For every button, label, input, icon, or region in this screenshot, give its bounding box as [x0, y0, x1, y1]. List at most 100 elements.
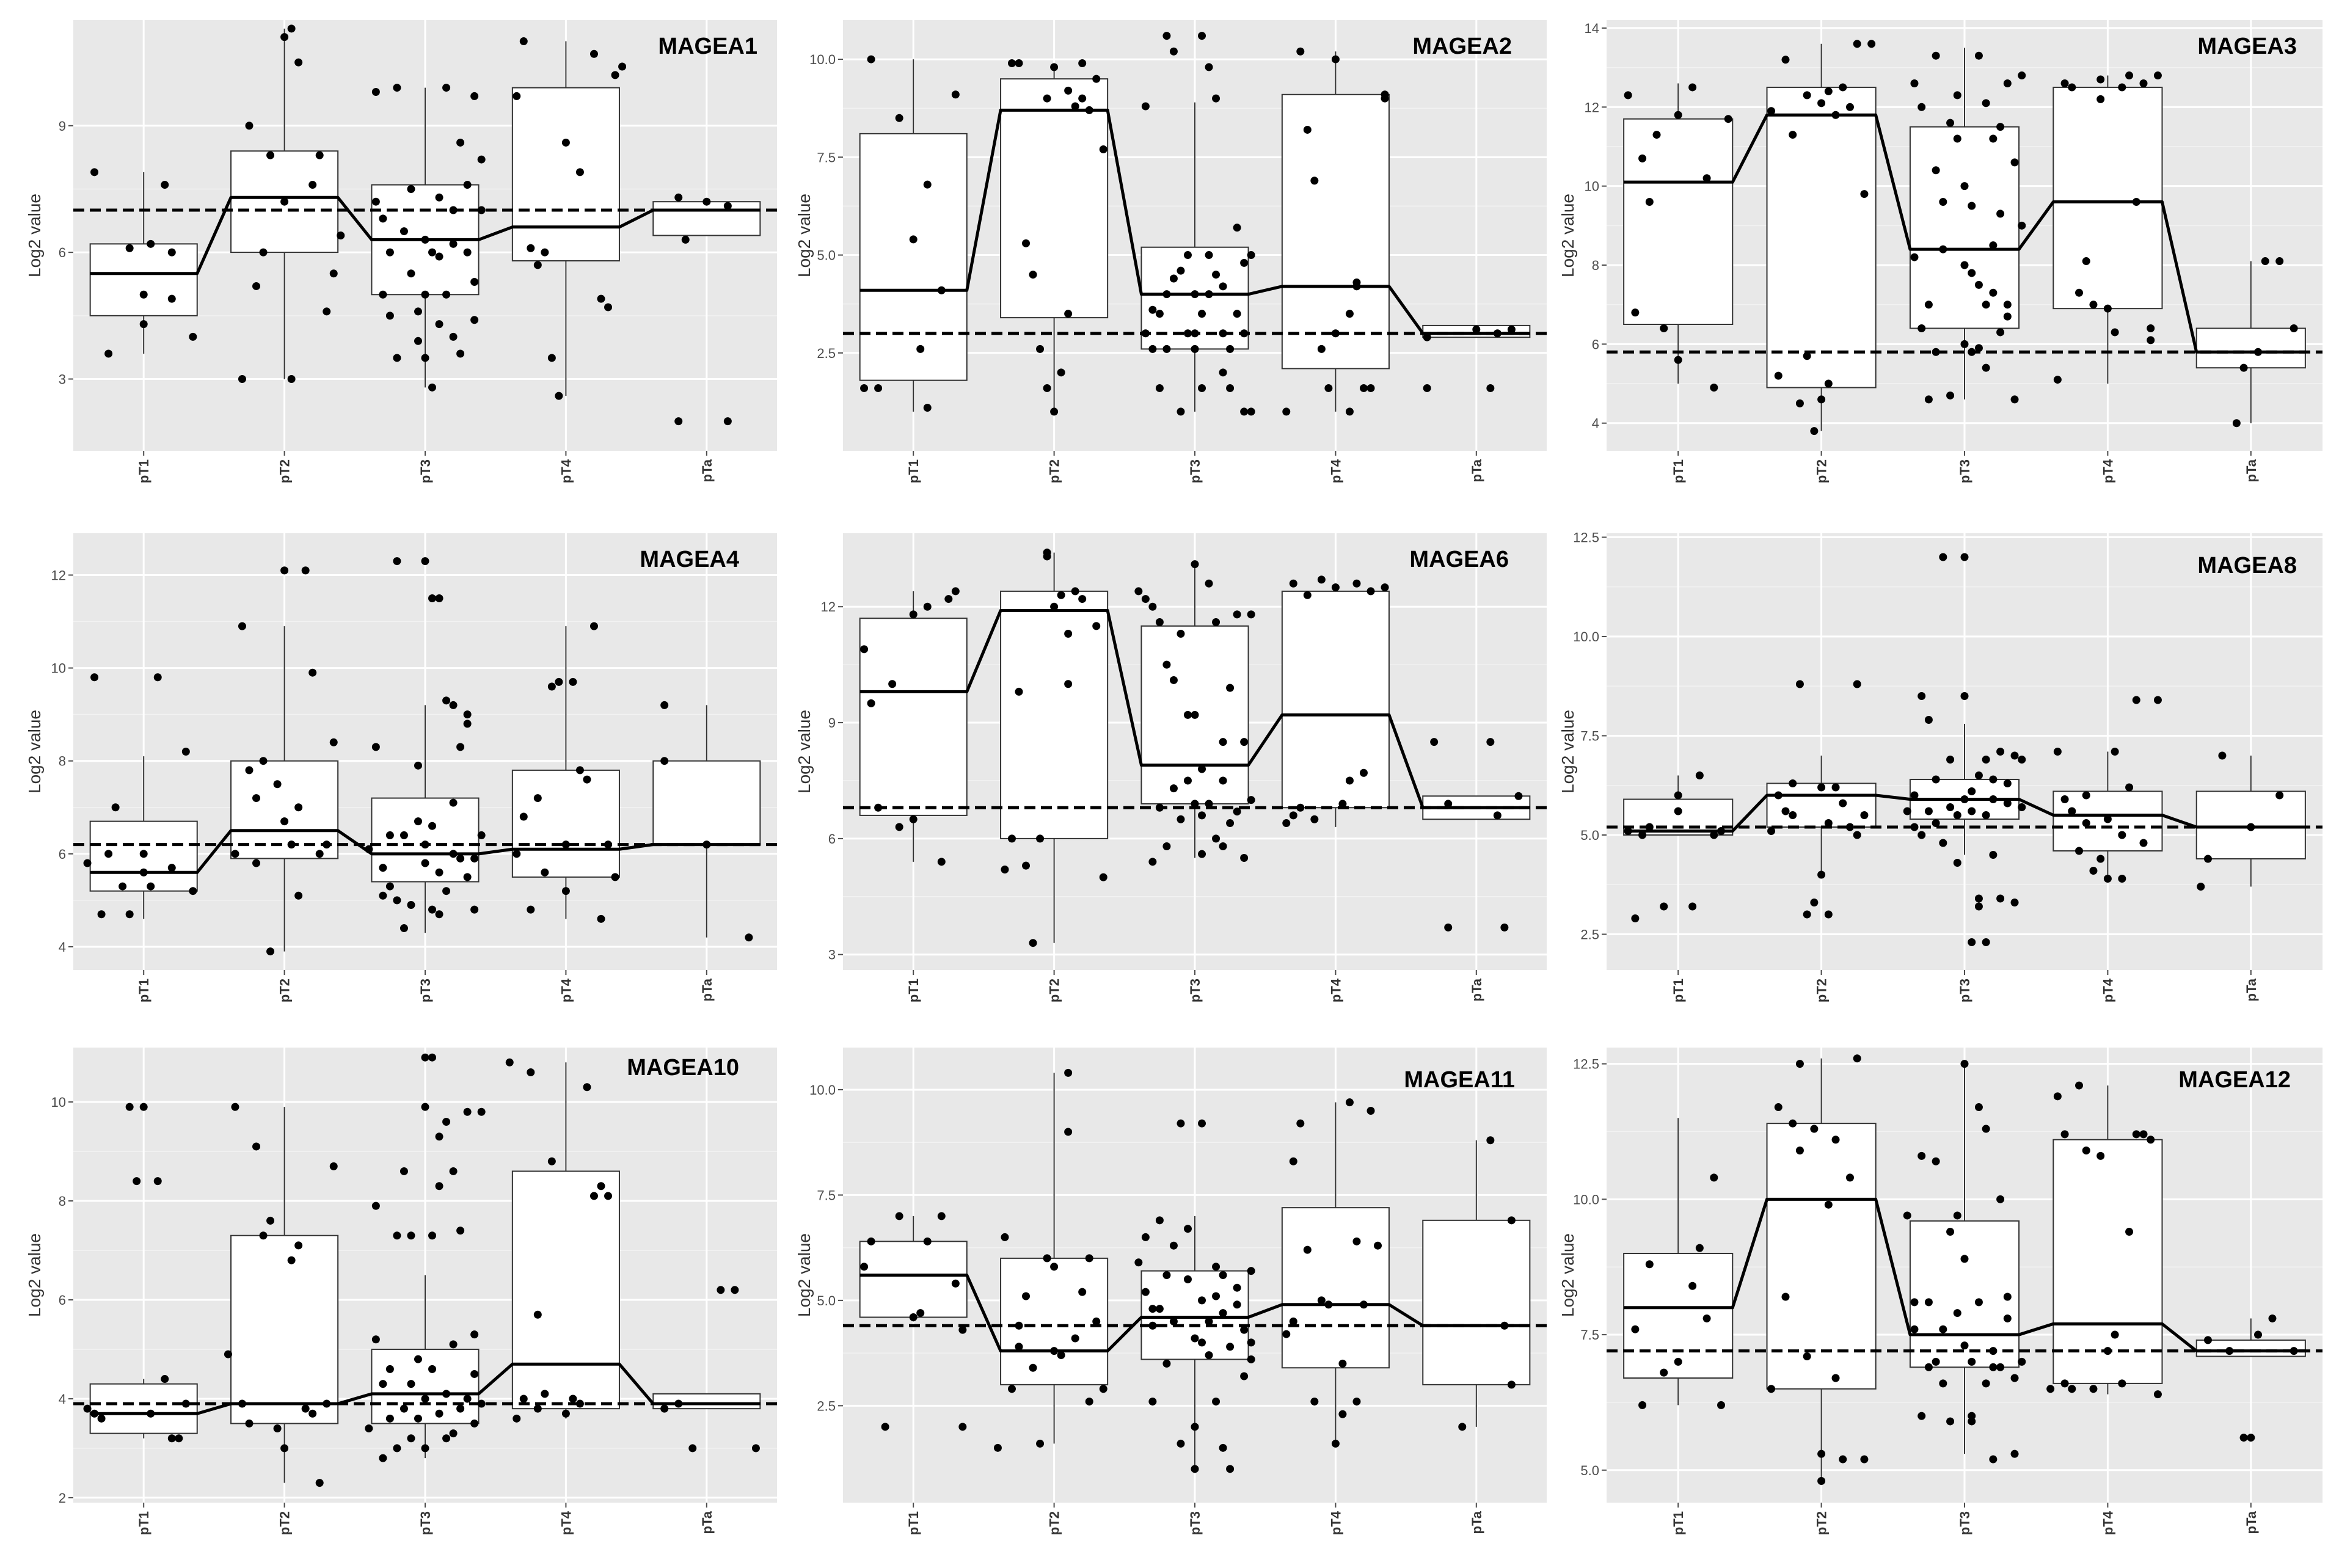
- box-body: [1000, 78, 1109, 319]
- data-point: [1177, 407, 1185, 416]
- data-point: [674, 417, 683, 426]
- data-point: [1240, 1372, 1249, 1380]
- data-point: [1036, 345, 1045, 353]
- data-point: [1989, 241, 1998, 250]
- data-point: [393, 1231, 401, 1240]
- data-point: [1001, 1233, 1009, 1241]
- data-point: [1903, 807, 1911, 815]
- box-body: [1281, 1207, 1390, 1369]
- data-point: [1982, 811, 1990, 819]
- data-point: [449, 1340, 458, 1349]
- data-point: [1092, 622, 1101, 630]
- data-point: [745, 933, 753, 942]
- data-point: [1824, 910, 1833, 919]
- data-point: [2203, 855, 2212, 863]
- data-point: [1205, 290, 1213, 299]
- data-point: [2132, 1130, 2140, 1139]
- data-point: [463, 1107, 472, 1116]
- data-point: [435, 1182, 443, 1191]
- data-point: [1057, 1351, 1065, 1360]
- data-point: [1092, 75, 1101, 83]
- data-point: [2139, 1130, 2148, 1139]
- data-point: [1989, 775, 1998, 784]
- data-point: [1247, 1267, 1255, 1275]
- data-point: [2003, 1314, 2012, 1322]
- data-point: [1989, 1363, 1998, 1371]
- data-point: [597, 914, 605, 923]
- data-point: [1141, 329, 1150, 338]
- data-point: [1624, 827, 1632, 835]
- box-body: [89, 243, 198, 316]
- data-point: [1974, 344, 1983, 352]
- x-tick-label: pT2: [1047, 1511, 1062, 1535]
- y-axis-label: Log2 value: [25, 1233, 44, 1317]
- data-point: [1960, 1255, 1969, 1263]
- data-point: [1996, 328, 2005, 337]
- data-point: [259, 757, 268, 765]
- data-point: [527, 1068, 535, 1076]
- x-tick-label: pTa: [2244, 1511, 2259, 1534]
- median-trend-line: [90, 829, 761, 874]
- y-tick-label: 10.0: [809, 52, 836, 67]
- data-point: [407, 184, 415, 193]
- y-tick-label: 4: [59, 939, 66, 955]
- data-point: [1774, 371, 1782, 380]
- data-point: [2089, 301, 2098, 309]
- data-point: [428, 594, 437, 602]
- data-point: [167, 294, 176, 303]
- data-point: [1226, 819, 1235, 828]
- data-point: [1331, 1439, 1340, 1448]
- data-point: [231, 1103, 239, 1111]
- data-point: [1071, 587, 1079, 596]
- panel-title: MAGEA3: [2197, 34, 2297, 59]
- data-point: [1917, 692, 1926, 700]
- data-point: [2111, 1330, 2119, 1339]
- data-point: [315, 151, 324, 159]
- data-point: [1219, 1309, 1227, 1318]
- data-point: [1472, 325, 1481, 334]
- data-point: [1953, 1309, 1961, 1318]
- data-point: [1359, 1300, 1368, 1309]
- data-point: [1860, 1455, 1869, 1464]
- data-point: [266, 947, 275, 956]
- data-point: [561, 887, 570, 895]
- data-point: [1324, 1300, 1333, 1309]
- x-tick-label: pT2: [1047, 979, 1062, 1002]
- data-point: [287, 1256, 296, 1264]
- data-point: [1817, 870, 1826, 879]
- data-point: [385, 1414, 394, 1423]
- data-point: [1939, 1325, 1947, 1333]
- data-point: [555, 677, 563, 686]
- data-point: [1219, 738, 1227, 746]
- data-point: [1917, 831, 1926, 839]
- data-point: [1345, 310, 1354, 318]
- data-point: [2232, 419, 2241, 428]
- data-point: [1359, 384, 1368, 392]
- data-point: [1233, 310, 1241, 318]
- y-tick-label: 12: [821, 599, 836, 614]
- data-point: [1169, 676, 1178, 684]
- data-point: [1817, 1477, 1826, 1486]
- median-trend-line: [859, 1274, 1530, 1353]
- data-point: [519, 812, 528, 821]
- data-point: [1219, 282, 1227, 291]
- data-point: [1212, 94, 1221, 103]
- x-tick-label: pT4: [2100, 459, 2115, 483]
- data-point: [1036, 1439, 1045, 1448]
- data-point: [895, 823, 903, 831]
- data-point: [2096, 75, 2105, 84]
- data-point: [874, 384, 883, 392]
- data-point: [1219, 329, 1227, 338]
- data-point: [1924, 1363, 1933, 1371]
- data-point: [2218, 751, 2227, 760]
- data-point: [2254, 348, 2263, 356]
- data-point: [371, 1202, 380, 1210]
- data-point: [421, 1053, 429, 1062]
- data-point: [1645, 198, 1654, 206]
- data-point: [90, 1409, 99, 1418]
- box-body: [230, 760, 339, 859]
- data-point: [449, 239, 458, 248]
